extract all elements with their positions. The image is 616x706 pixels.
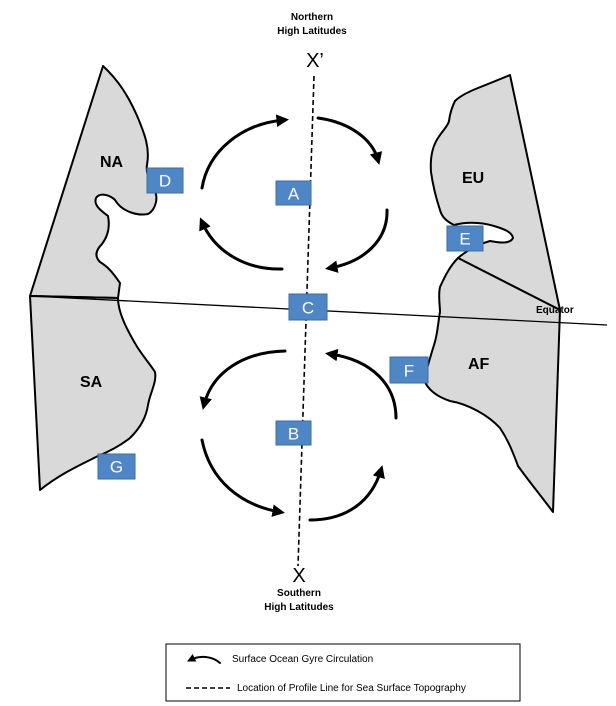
box-d-label: D (159, 172, 171, 191)
box-e-label: E (459, 230, 470, 249)
continent-label-na: NA (100, 154, 124, 171)
gyre-arrow-north-bottom-right (325, 208, 389, 273)
box-f-label: F (404, 362, 414, 381)
gyre-arrow-north-top-left (200, 114, 290, 190)
equator-label: Equator (536, 305, 574, 316)
box-f: F (389, 356, 429, 384)
box-d: D (146, 167, 184, 194)
legend-profile-label: Location of Profile Line for Sea Surface… (237, 683, 466, 694)
europe-landmass (429, 74, 561, 311)
south-america-landmass (29, 295, 157, 491)
northern-label-line1: Northern (291, 12, 333, 23)
continent-label-eu: EU (462, 170, 484, 187)
continent-label-sa: SA (80, 374, 103, 391)
gyre-arrow-south-top-right (325, 348, 398, 420)
southern-label-line1: Southern (277, 588, 321, 599)
box-c-label: C (302, 299, 314, 318)
gyre-arrow-north-bottom-left (199, 217, 284, 271)
profile-line (297, 75, 315, 567)
gyre-arrow-south-bottom-right (308, 465, 385, 522)
legend-gyre-label: Surface Ocean Gyre Circulation (232, 654, 373, 665)
curved-arrow-icon (186, 653, 221, 664)
profile-end-north-label: X’ (306, 50, 324, 72)
southern-label-line2: High Latitudes (264, 602, 334, 613)
gyre-arrow-south-bottom-left (200, 438, 285, 517)
gyre-arrow-south-top-left (199, 349, 287, 410)
box-a: A (275, 180, 312, 206)
profile-end-south-label: X (292, 565, 305, 587)
box-b: B (275, 420, 312, 446)
box-b-label: B (288, 425, 299, 444)
box-g-label: G (110, 458, 123, 477)
box-g: G (97, 453, 136, 480)
legend: Surface Ocean Gyre Circulation Location … (165, 643, 521, 702)
box-e: E (446, 225, 484, 252)
box-c: C (288, 293, 328, 321)
northern-label-line2: High Latitudes (277, 26, 347, 37)
continent-label-af: AF (468, 356, 490, 373)
gyre-arrow-north-top-right (316, 116, 383, 165)
north-america-landmass (29, 65, 158, 299)
box-a-label: A (288, 185, 300, 204)
